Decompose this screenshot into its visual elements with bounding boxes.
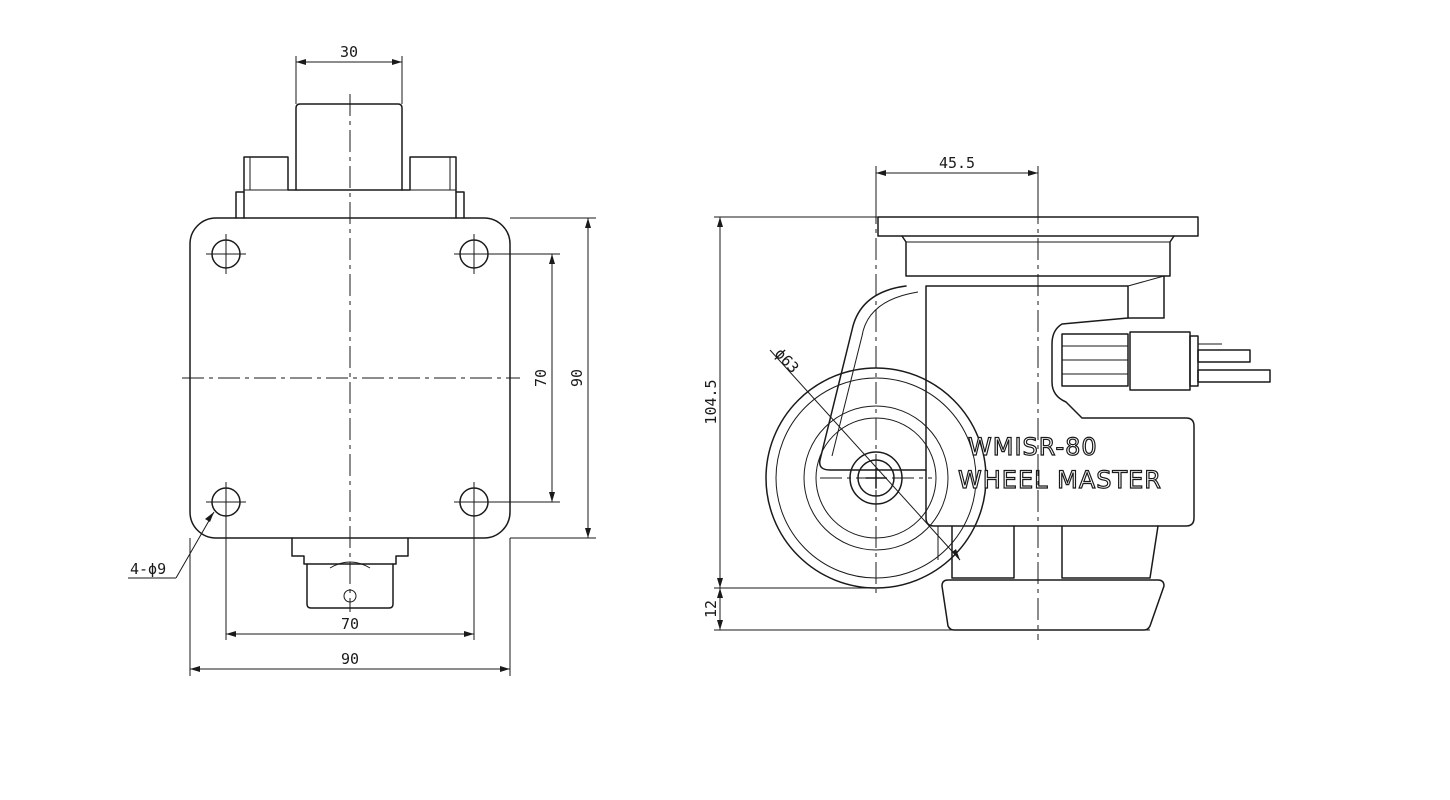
dim-text-total-height: 104.5	[702, 379, 720, 424]
mounting-holes	[206, 234, 494, 522]
housing-side-right	[455, 191, 465, 219]
lever-plate	[1189, 335, 1199, 387]
dim-text-plate-offset: 45.5	[939, 154, 975, 172]
dimension-hole-pitch-vertical: 70	[490, 253, 560, 503]
leader-holes: 4-ϕ9	[128, 511, 215, 579]
swivel-arm	[818, 285, 927, 471]
dimension-bottom-height: 12	[702, 588, 1150, 631]
dimension-total-height: 104.5	[702, 216, 878, 589]
leveling-foot	[951, 525, 1159, 579]
model-label: WMISR-80	[968, 433, 1098, 461]
dim-text-hole-pitch-horizontal: 70	[341, 615, 359, 633]
dim-text-plate-height: 90	[568, 369, 586, 387]
dimension-top-width: 30	[295, 43, 403, 104]
lever-block	[1129, 331, 1191, 391]
brand-label: WHEEL MASTER	[958, 466, 1162, 494]
dimension-plate-offset: 45.5	[875, 154, 1039, 217]
body-neck	[1127, 275, 1165, 319]
swivel-arm-inner	[831, 291, 919, 457]
side-view: WMISR-80 WHEEL MASTER 45.5 104.5	[702, 154, 1271, 640]
dim-text-top-width: 30	[340, 43, 358, 61]
dim-text-bottom-height: 12	[702, 600, 720, 618]
dimension-plate-width: 90	[189, 538, 511, 676]
wheel-hub-ring	[803, 405, 949, 551]
dim-text-hole-pitch-vertical: 70	[532, 369, 550, 387]
caster-body	[925, 285, 1195, 527]
dim-text-holes: 4-ϕ9	[130, 560, 166, 578]
lever-handle-upper	[1197, 349, 1251, 363]
dimension-hole-pitch-horizontal: 70	[225, 520, 475, 640]
dimension-wheel-diameter: ϕ63	[769, 345, 961, 561]
front-view: 30 70 90 70	[128, 43, 596, 676]
leveling-pad	[941, 579, 1165, 631]
dim-text-plate-width: 90	[341, 650, 359, 668]
dimension-plate-height: 90	[510, 217, 596, 539]
brake-lever	[1061, 331, 1271, 391]
housing-side-left	[235, 191, 245, 219]
adjuster-cap	[295, 103, 403, 191]
lever-handle-lower	[1197, 369, 1271, 383]
dim-text-wheel-diameter: ϕ63	[771, 345, 803, 377]
